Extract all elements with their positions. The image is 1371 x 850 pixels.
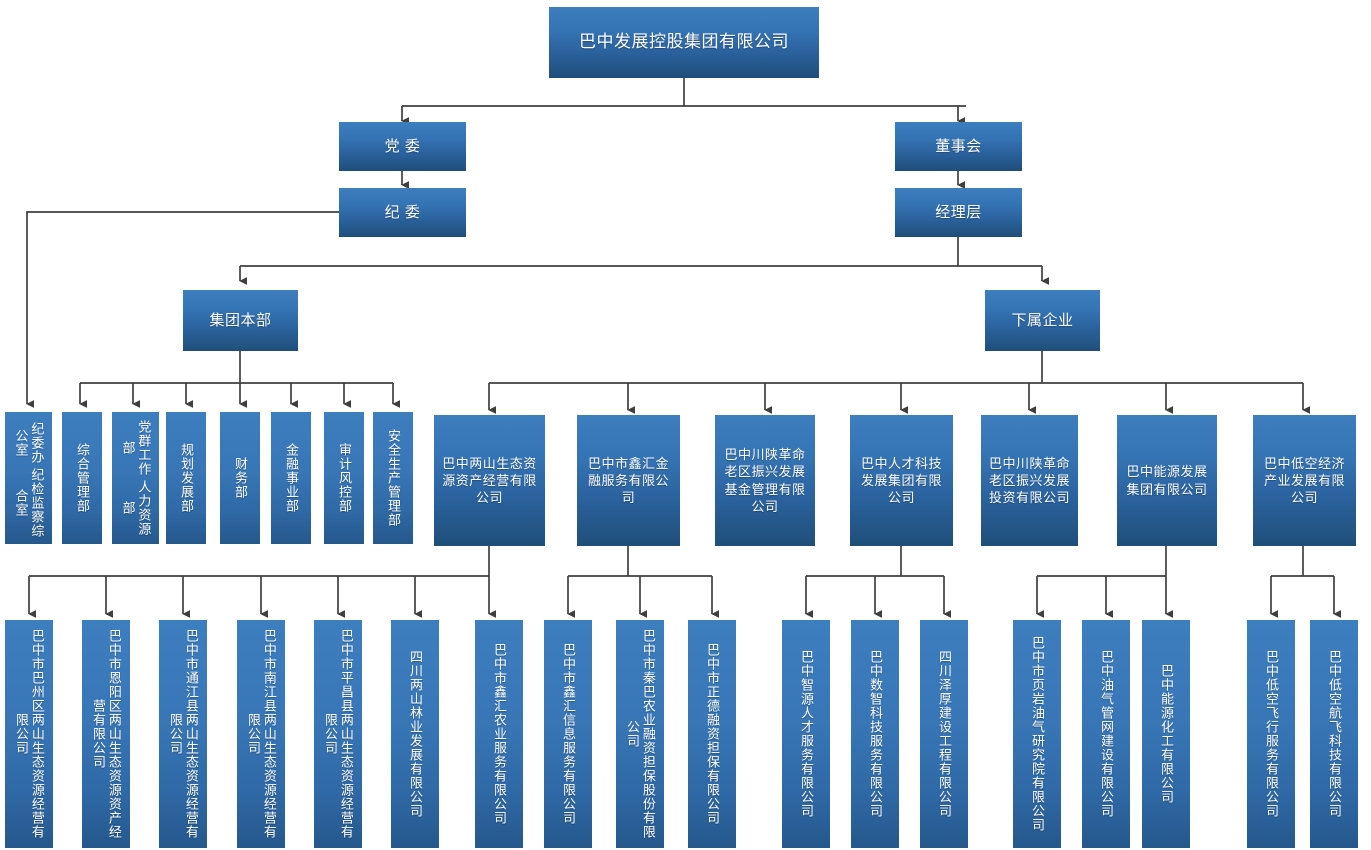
node-subsidiary-enterprises[interactable]: 下属企业 (985, 290, 1100, 351)
leaf-xinhui-information-service[interactable]: 巴中市鑫汇信息服务有限公司 (544, 620, 592, 848)
leaf-shuzhi-technology-service[interactable]: 巴中数智科技服务有限公司 (851, 620, 899, 848)
node-management-layer[interactable]: 经理层 (895, 188, 1022, 237)
dept-label-col1: 纪检监察综合室 (13, 468, 45, 538)
dept-hr-and-party-affairs[interactable]: 党群工作部 人力资源部 (112, 412, 159, 544)
subsidiary-low-altitude-economy[interactable]: 巴中低空经济产业发展有限公司 (1253, 415, 1356, 546)
leaf-shale-oil-gas-institute[interactable]: 巴中市页岩油气研究院有限公司 (1013, 620, 1061, 848)
leaf-tongjiang-liangshan[interactable]: 巴中市通江县两山生态资源经营有限公司 (159, 620, 207, 848)
leaf-low-altitude-flight-service[interactable]: 巴中低空飞行服务有限公司 (1247, 620, 1295, 848)
dept-label-col2: 党群工作部 (120, 420, 152, 476)
subsidiary-revitalization-fund-management[interactable]: 巴中川陕革命老区振兴发展基金管理有限公司 (715, 415, 815, 546)
leaf-sichuan-liangshan-forestry[interactable]: 四川两山林业发展有限公司 (391, 620, 439, 848)
dept-general-management[interactable]: 综合管理部 (62, 412, 102, 544)
dept-label-col2: 纪委办公室 (13, 422, 45, 464)
leaf-pingchang-liangshan[interactable]: 巴中市平昌县两山生态资源经营有限公司 (314, 620, 362, 848)
leaf-zhiyuan-talent-service[interactable]: 巴中智源人才服务有限公司 (782, 620, 830, 848)
leaf-oil-gas-pipeline-construction[interactable]: 巴中油气管网建设有限公司 (1082, 620, 1130, 848)
node-discipline-committee[interactable]: 纪 委 (339, 188, 466, 237)
leaf-bazhou-liangshan[interactable]: 巴中市巴州区两山生态资源经营有限公司 (5, 620, 53, 848)
dept-discipline-inspection-office[interactable]: 纪委办公室 纪检监察综合室 (5, 412, 52, 544)
leaf-zhengde-financing-guarantee[interactable]: 巴中市正德融资担保有限公司 (688, 620, 736, 848)
subsidiary-talent-technology-group[interactable]: 巴中人才科技发展集团有限公司 (850, 415, 953, 546)
leaf-xinhui-agriculture-service[interactable]: 巴中市鑫汇农业服务有限公司 (475, 620, 523, 848)
node-board-of-directors[interactable]: 董事会 (895, 122, 1022, 171)
subsidiary-xinhui-financial[interactable]: 巴中市鑫汇金融服务有限公司 (577, 415, 680, 546)
dept-planning-development[interactable]: 规划发展部 (166, 412, 206, 544)
leaf-enyang-liangshan[interactable]: 巴中市恩阳区两山生态资源资产经营有限公司 (82, 620, 130, 848)
subsidiary-revitalization-investment[interactable]: 巴中川陕革命老区振兴发展投资有限公司 (981, 415, 1078, 546)
dept-label-col1: 人力资源部 (120, 480, 152, 536)
node-party-committee[interactable]: 党 委 (339, 122, 466, 171)
leaf-energy-chemical[interactable]: 巴中能源化工有限公司 (1142, 620, 1190, 848)
leaf-nanjiang-liangshan[interactable]: 巴中市南江县两山生态资源经营有限公司 (237, 620, 285, 848)
subsidiary-energy-development-group[interactable]: 巴中能源发展集团有限公司 (1117, 415, 1217, 546)
leaf-qinba-agriculture-guarantee[interactable]: 巴中市秦巴农业融资担保股份有限公司 (616, 620, 664, 848)
dept-safety-production-management[interactable]: 安全生产管理部 (373, 412, 413, 544)
subsidiary-liangshan-ecological[interactable]: 巴中两山生态资源资产经营有限公司 (434, 415, 545, 546)
dept-financial-business[interactable]: 金融事业部 (271, 412, 311, 544)
node-root[interactable]: 巴中发展控股集团有限公司 (549, 7, 819, 78)
leaf-low-altitude-aviation-technology[interactable]: 巴中低空航飞科技有限公司 (1310, 620, 1358, 848)
node-group-headquarters[interactable]: 集团本部 (183, 290, 298, 351)
leaf-zehou-construction[interactable]: 四川泽厚建设工程有限公司 (920, 620, 968, 848)
dept-audit-risk-control[interactable]: 审计风控部 (324, 412, 364, 544)
dept-finance[interactable]: 财务部 (220, 412, 260, 544)
